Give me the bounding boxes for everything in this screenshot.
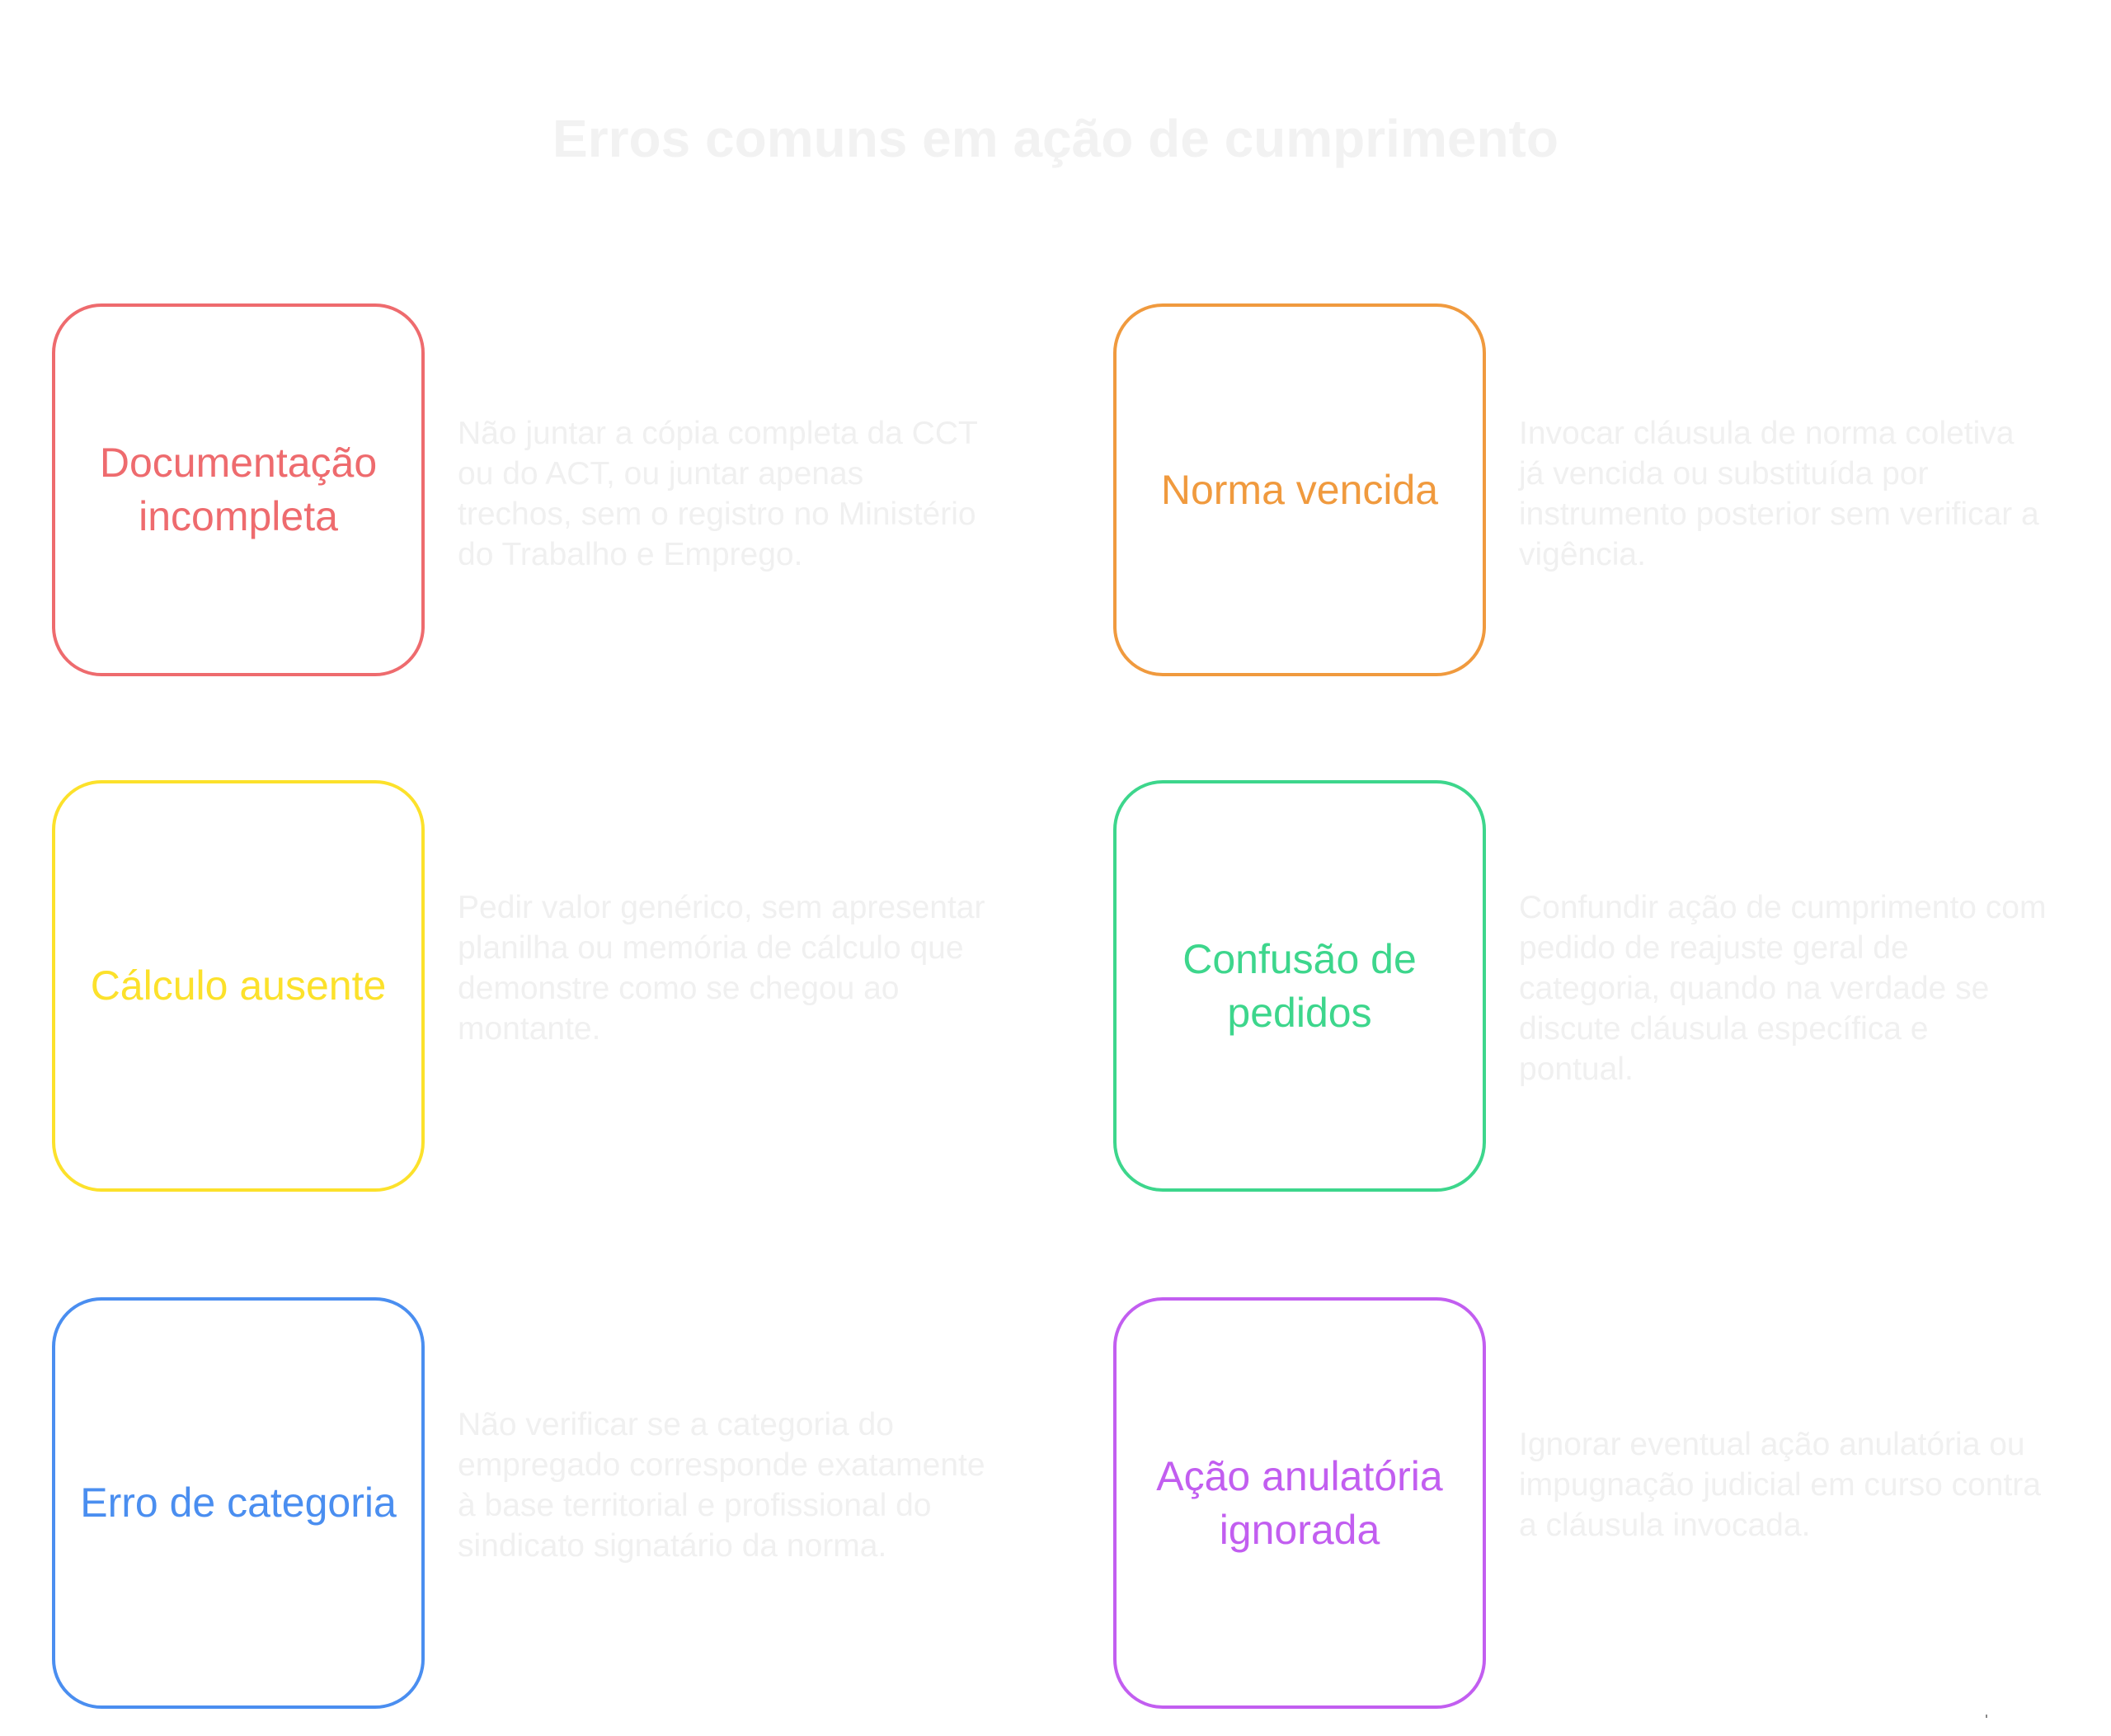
error-box: Erro de categoria [52,1297,425,1709]
error-box: Confusão de pedidos [1113,780,1486,1192]
error-box: Documentação incompleta [52,303,425,676]
error-label: Ação anulatória ignorada [1156,1452,1443,1553]
error-description: Não verificar se a categoria do empregad… [458,1407,985,1564]
error-label: Confusão de pedidos [1182,935,1417,1036]
corner-mark [1986,1715,1987,1718]
diagram-title: Erros comuns em ação de cumprimento [552,109,1559,168]
error-box: Cálculo ausente [52,780,425,1192]
error-description: Ignorar eventual ação anulatória ou impu… [1519,1427,2041,1543]
error-box: Ação anulatória ignorada [1113,1297,1486,1709]
error-description: Confundir ação de cumprimento com pedido… [1519,890,2047,1087]
error-description: Pedir valor genérico, sem apresentar pla… [458,890,985,1047]
error-label: Norma vencida [1160,466,1439,513]
error-label: Documentação incompleta [99,440,378,539]
error-description: Não juntar a cópia completa da CCT ou do… [458,416,978,572]
error-label: Cálculo ausente [90,962,387,1009]
error-description: Invocar cláusula de norma coletiva já ve… [1519,416,2039,572]
error-box: Norma vencida [1113,303,1486,676]
error-label: Erro de categoria [80,1480,397,1526]
